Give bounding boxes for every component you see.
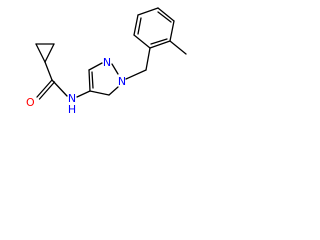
bond-aryl-6 — [149, 40, 171, 49]
bond-aryl-inner-1 — [137, 17, 142, 35]
bond-n2-n1 — [111, 63, 119, 75]
bond-aryl-3 — [137, 7, 159, 16]
bond-carbonyl-oxygen-1 — [36, 79, 53, 98]
pyrazole-ring — [88, 62, 119, 96]
amide-group — [36, 61, 91, 100]
bond-c3-c4 — [89, 90, 110, 96]
benzene-ring — [133, 7, 175, 49]
cyclopropyl-group — [35, 43, 55, 63]
bond-cyclopropyl-carbonyl — [44, 61, 53, 81]
bond-methyl — [169, 40, 187, 55]
bond-aryl-inner-3 — [150, 38, 168, 45]
bond-aryl-2 — [133, 14, 139, 36]
bond-n1-ch2 — [125, 69, 147, 80]
bond-c5-n2 — [88, 62, 103, 71]
bond-n1-c3 — [108, 86, 119, 96]
bond-aryl-4 — [157, 7, 175, 22]
bond-carbonyl-nitrogen — [51, 79, 68, 97]
oxygen-label: O — [26, 96, 35, 109]
bond-c4-c5-inner — [91, 71, 94, 89]
bond-cyclopropyl-left — [35, 43, 46, 63]
label-line: N — [68, 92, 76, 105]
pyrazole-n1-label: N — [118, 75, 126, 88]
bond-nh-pyrazole — [76, 90, 91, 98]
bond-aryl-1 — [133, 34, 151, 49]
bond-aryl-inner-2 — [157, 11, 172, 23]
pyrazole-n2-label: N — [103, 56, 111, 69]
bond-cyclopropyl-right — [44, 43, 55, 63]
bond-aryl-5 — [169, 20, 175, 42]
bond-carbonyl-oxygen-2 — [38, 81, 56, 100]
label-line: H — [68, 103, 76, 116]
bond-ch2-aryl — [145, 47, 151, 71]
bond-c4-c5 — [88, 69, 91, 92]
